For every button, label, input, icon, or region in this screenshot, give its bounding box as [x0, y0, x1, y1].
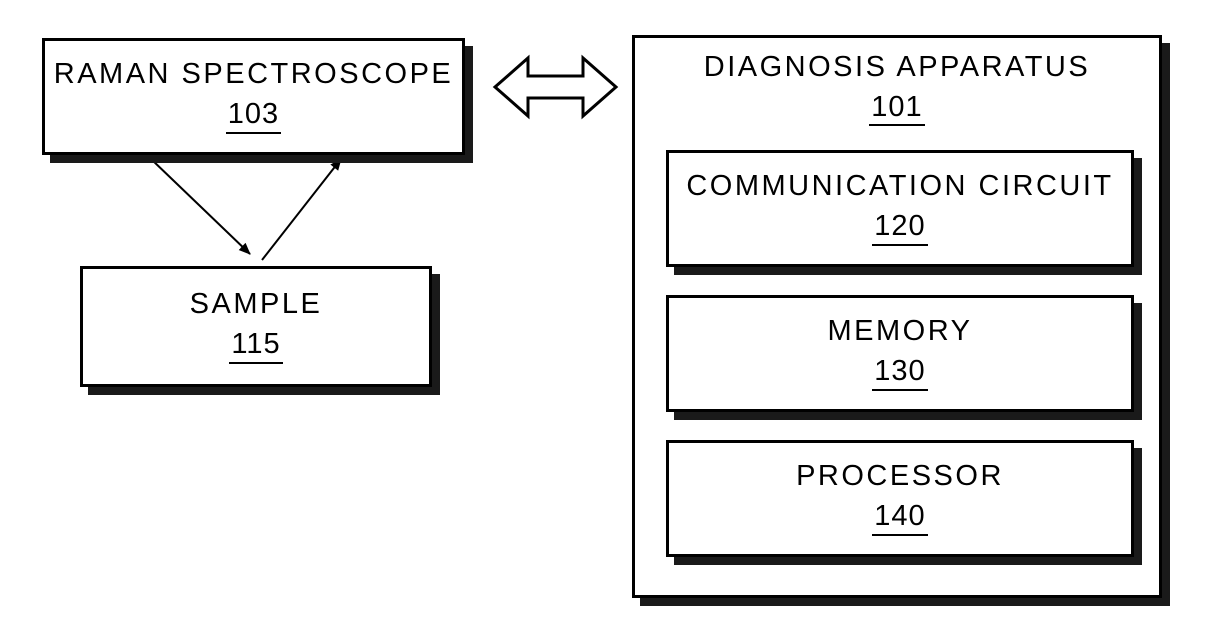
communication-circuit-ref: 120 — [872, 211, 928, 246]
communication-circuit-box: COMMUNICATION CIRCUIT 120 — [666, 150, 1134, 267]
processor-label: PROCESSOR — [796, 460, 1004, 493]
communication-circuit-label: COMMUNICATION CIRCUIT — [686, 170, 1114, 203]
raman-spectroscope-label: RAMAN SPECTROSCOPE — [53, 58, 454, 91]
processor-ref: 140 — [872, 501, 928, 536]
raman-spectroscope-box: RAMAN SPECTROSCOPE 103 — [42, 38, 465, 155]
processor-box: PROCESSOR 140 — [666, 440, 1134, 557]
memory-label: MEMORY — [827, 315, 973, 348]
diagnosis-apparatus-ref: 101 — [869, 91, 925, 127]
diagnosis-apparatus-label: DIAGNOSIS APPARATUS — [703, 51, 1091, 83]
sample-box: SAMPLE 115 — [80, 266, 432, 387]
memory-box: MEMORY 130 — [666, 295, 1134, 412]
raman-spectroscope-ref: 103 — [225, 99, 282, 134]
bidirectional-arrow-icon — [492, 54, 619, 120]
diagnosis-apparatus-box: DIAGNOSIS APPARATUS 101 COMMUNICATION CI… — [632, 35, 1162, 598]
sample-ref: 115 — [229, 329, 283, 364]
memory-ref: 130 — [872, 356, 928, 391]
arrow-spectroscope-to-sample — [149, 157, 251, 255]
sample-label: SAMPLE — [189, 288, 323, 321]
arrow-sample-to-spectroscope — [261, 158, 342, 261]
